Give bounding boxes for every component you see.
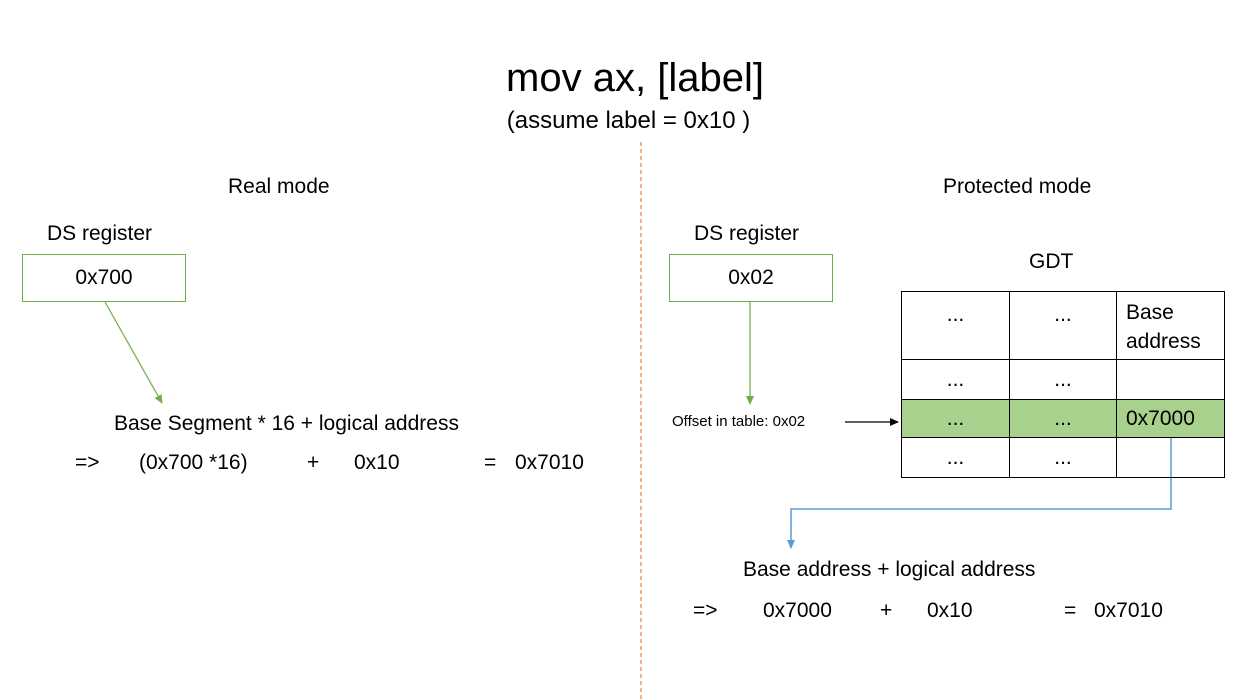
gdt-cell: ... — [901, 359, 1010, 400]
protected-calc-equals: = — [1064, 599, 1077, 622]
real-ds-register-box: 0x700 — [22, 254, 186, 302]
protected-calc-plus: + — [880, 599, 893, 622]
real-mode-heading: Real mode — [228, 175, 330, 198]
gdt-cell: ... — [1009, 359, 1117, 400]
protected-calc-result: 0x7010 — [1094, 599, 1163, 622]
protected-formula: Base address + logical address — [743, 558, 1036, 581]
gdt-label: GDT — [1029, 250, 1074, 273]
protected-ds-register-value: 0x02 — [728, 266, 774, 289]
gdt-cell: ... — [1009, 437, 1117, 478]
offset-in-table-label: Offset in table: 0x02 — [672, 413, 806, 430]
protected-calc-term1: 0x7000 — [763, 599, 832, 622]
protected-mode-heading: Protected mode — [943, 175, 1092, 198]
real-formula: Base Segment * 16 + logical address — [114, 412, 459, 435]
real-ds-register-label: DS register — [47, 222, 153, 245]
gdt-row: ... ... — [901, 359, 1225, 400]
gdt-cell: ... — [1009, 399, 1117, 438]
real-calc-term1: (0x700 *16) — [139, 451, 248, 474]
protected-ds-register-label: DS register — [694, 222, 800, 245]
gdt-row: ... ... Base address — [901, 291, 1225, 360]
real-calc-equals: = — [484, 451, 497, 474]
real-ds-register-value: 0x700 — [75, 266, 133, 289]
gdt-cell: ... — [901, 291, 1010, 360]
real-calc-result: 0x7010 — [515, 451, 584, 474]
protected-ds-register-box: 0x02 — [669, 254, 833, 302]
page-subtitle: (assume label = 0x10 ) — [506, 107, 751, 134]
gdt-cell — [1116, 437, 1225, 478]
gdt-row-highlighted: ... ... 0x7000 — [901, 399, 1225, 438]
real-calc-arrow: => — [75, 451, 100, 474]
real-calc-term2: 0x10 — [354, 451, 400, 474]
page-title: mov ax, [label] — [506, 56, 764, 100]
gdt-row: ... ... — [901, 437, 1225, 478]
real-mode-arrow — [104, 301, 163, 404]
protected-calc-term2: 0x10 — [927, 599, 973, 622]
gdt-table: ... ... Base address ... ... ... ... 0x7… — [901, 291, 1225, 478]
gdt-cell: ... — [901, 437, 1010, 478]
gdt-cell: ... — [901, 399, 1010, 438]
gdt-cell — [1116, 359, 1225, 400]
gdt-cell-base-address-header: Base address — [1116, 291, 1225, 360]
gdt-cell-base-address-value: 0x7000 — [1116, 399, 1225, 438]
gdt-cell: ... — [1009, 291, 1117, 360]
protected-calc-arrow: => — [693, 599, 718, 622]
real-calc-plus: + — [307, 451, 320, 474]
